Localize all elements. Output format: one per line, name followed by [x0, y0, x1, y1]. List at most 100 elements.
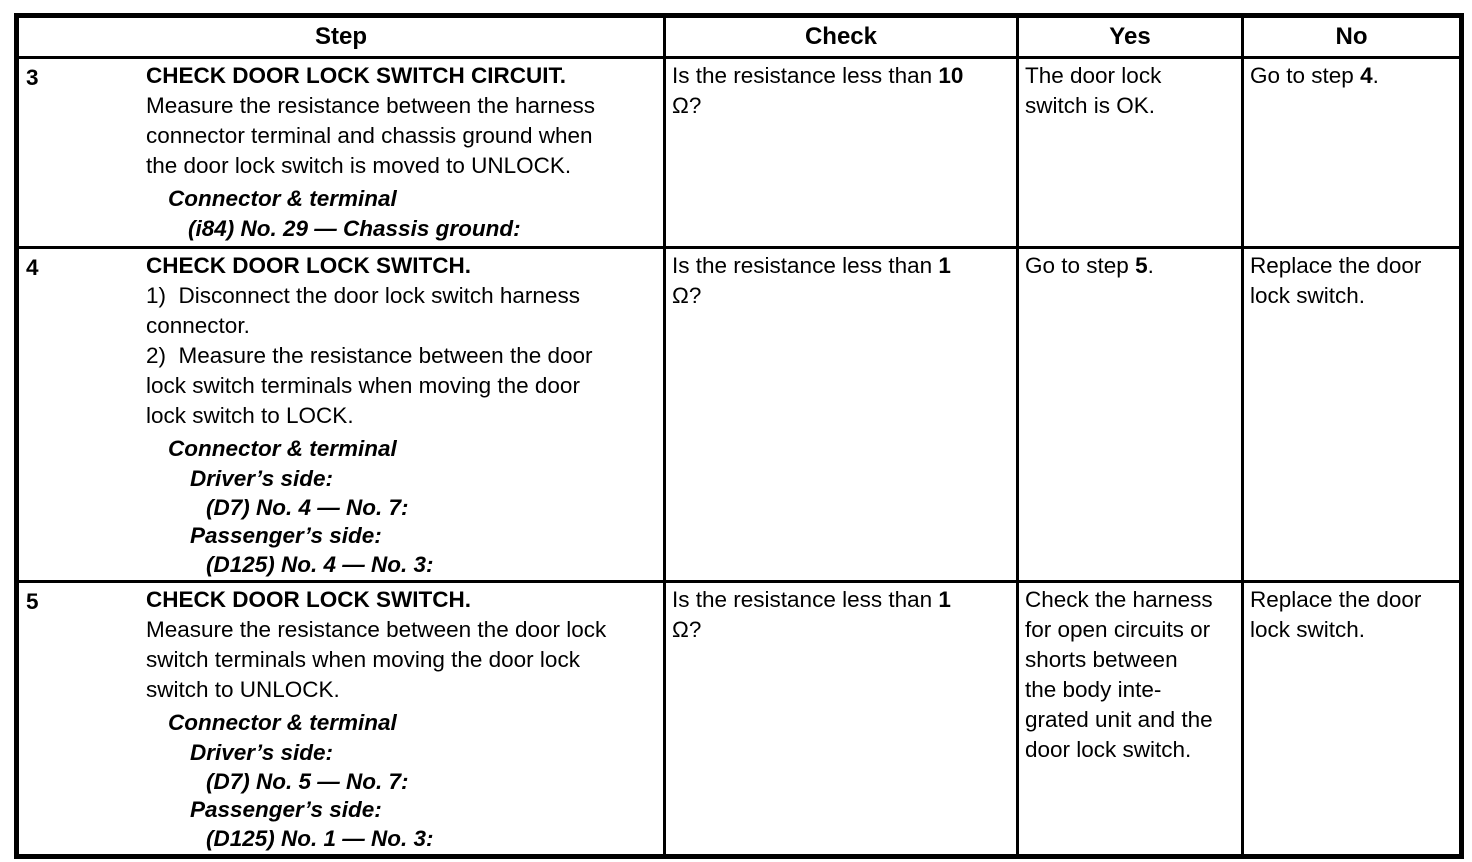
- text-segment: Is the resistance less than: [672, 63, 939, 88]
- step-instructions: CHECK DOOR LOCK SWITCH. 1) Disconnect the…: [146, 251, 657, 578]
- text-segment: (D125) No. 1 — No. 3:: [206, 826, 434, 851]
- text-line: Replace the door: [1250, 585, 1453, 615]
- text-line: Is the resistance less than 1: [672, 585, 1010, 615]
- text-line: (D125) No. 4 — No. 3:: [206, 551, 657, 578]
- text-segment: (D125) No. 4 — No. 3:: [206, 552, 434, 577]
- bold-text-segment: 1: [938, 587, 951, 612]
- text-segment: the door lock switch is moved to UNLOCK.: [146, 153, 572, 178]
- text-segment: Is the resistance less than: [672, 587, 939, 612]
- text-line: Measure the resistance between the door …: [146, 615, 657, 645]
- text-segment: lock switch to LOCK.: [146, 403, 354, 428]
- step-cell: 5 CHECK DOOR LOCK SWITCH. Measure the res…: [15, 580, 666, 858]
- table-row-step-5: 5 CHECK DOOR LOCK SWITCH. Measure the res…: [15, 580, 1463, 858]
- text-line: Ω?: [672, 91, 1010, 121]
- text-segment: 1) Disconnect the door lock switch harne…: [146, 283, 580, 308]
- text-segment: Connector & terminal: [168, 186, 397, 211]
- text-line: (D125) No. 1 — No. 3:: [206, 825, 657, 852]
- text-segment: lock switch.: [1250, 617, 1366, 642]
- text-line: lock switch terminals when moving the do…: [146, 371, 657, 401]
- text-line: Passenger’s side:: [190, 521, 657, 551]
- text-line: (D7) No. 4 — No. 7:: [206, 494, 657, 521]
- text-segment: Driver’s side:: [190, 740, 333, 765]
- text-line: connector terminal and chassis ground wh…: [146, 121, 657, 151]
- text-segment: for open circuits or: [1025, 617, 1211, 642]
- text-segment: (D7) No. 5 — No. 7:: [206, 769, 409, 794]
- text-line: lock switch to LOCK.: [146, 401, 657, 431]
- text-line: 2) Measure the resistance between the do…: [146, 341, 657, 371]
- text-segment: CHECK DOOR LOCK SWITCH.: [146, 253, 471, 278]
- yes-cell: Check the harness for open circuits or sho…: [1016, 580, 1244, 858]
- column-header-check: Check: [663, 14, 1019, 59]
- text-segment: Passenger’s side:: [190, 523, 382, 548]
- text-line: 1) Disconnect the door lock switch harne…: [146, 281, 657, 311]
- text-segment: Driver’s side:: [190, 466, 333, 491]
- text-segment: Measure the resistance between the harne…: [146, 93, 596, 118]
- text-line: CHECK DOOR LOCK SWITCH.: [146, 251, 657, 281]
- text-segment: (D7) No. 4 — No. 7:: [206, 495, 409, 520]
- text-segment: connector.: [146, 313, 250, 338]
- text-line: Passenger’s side:: [190, 795, 657, 825]
- text-line: Is the resistance less than 10: [672, 61, 1010, 91]
- text-line: Replace the door: [1250, 251, 1453, 281]
- text-line: the door lock switch is moved to UNLOCK.: [146, 151, 657, 181]
- bold-text-segment: 5: [1135, 253, 1148, 278]
- text-line: Ω?: [672, 281, 1010, 311]
- text-segment: connector terminal and chassis ground wh…: [146, 123, 593, 148]
- text-segment: The door lock: [1025, 63, 1162, 88]
- text-line: Is the resistance less than 1: [672, 251, 1010, 281]
- bold-text-segment: 10: [938, 63, 964, 88]
- text-line: Connector & terminal: [168, 434, 657, 464]
- bold-text-segment: 1: [938, 253, 951, 278]
- text-segment: door lock switch.: [1025, 737, 1192, 762]
- text-line: Measure the resistance between the harne…: [146, 91, 657, 121]
- text-line: connector.: [146, 311, 657, 341]
- text-line: the body inte-: [1025, 675, 1235, 705]
- text-line: Ω?: [672, 615, 1010, 645]
- text-segment: Ω?: [672, 283, 702, 308]
- step-instructions: CHECK DOOR LOCK SWITCH CIRCUIT. Measure t…: [146, 61, 657, 244]
- text-segment: Measure the resistance between the door …: [146, 617, 607, 642]
- text-segment: CHECK DOOR LOCK SWITCH CIRCUIT.: [146, 63, 566, 88]
- header-row: Step Check Yes No: [15, 14, 1463, 59]
- text-line: grated unit and the: [1025, 705, 1235, 735]
- column-header-yes: Yes: [1016, 14, 1244, 59]
- text-segment: switch to UNLOCK.: [146, 677, 340, 702]
- text-line: CHECK DOOR LOCK SWITCH.: [146, 585, 657, 615]
- text-line: door lock switch.: [1025, 735, 1235, 765]
- text-line: Go to step 5.: [1025, 251, 1235, 281]
- text-segment: .: [1147, 253, 1154, 278]
- diagnostic-table: Step Check Yes No 3 CHECK DOOR LOCK SWIT…: [14, 13, 1464, 859]
- text-line: for open circuits or: [1025, 615, 1235, 645]
- text-segment: Passenger’s side:: [190, 797, 382, 822]
- text-segment: lock switch terminals when moving the do…: [146, 373, 580, 398]
- text-line: Connector & terminal: [168, 708, 657, 738]
- text-segment: Connector & terminal: [168, 710, 397, 735]
- text-segment: Ω?: [672, 617, 702, 642]
- step-number: 3: [26, 65, 39, 90]
- text-line: Connector & terminal: [168, 184, 657, 214]
- text-line: The door lock: [1025, 61, 1235, 91]
- step-number: 4: [26, 255, 39, 280]
- text-segment: Is the resistance less than: [672, 253, 939, 278]
- step-cell: 4 CHECK DOOR LOCK SWITCH. 1) Disconnect t…: [15, 246, 666, 583]
- text-segment: Replace the door: [1250, 253, 1422, 278]
- text-line: Driver’s side:: [190, 464, 657, 494]
- table-row-step-4: 4 CHECK DOOR LOCK SWITCH. 1) Disconnect t…: [15, 246, 1463, 583]
- text-line: CHECK DOOR LOCK SWITCH CIRCUIT.: [146, 61, 657, 91]
- text-segment: CHECK DOOR LOCK SWITCH.: [146, 587, 471, 612]
- yes-cell: Go to step 5.: [1016, 246, 1244, 583]
- text-segment: Go to step: [1025, 253, 1136, 278]
- text-line: switch to UNLOCK.: [146, 675, 657, 705]
- text-line: Driver’s side:: [190, 738, 657, 768]
- text-segment: Check the harness: [1025, 587, 1213, 612]
- text-segment: 2) Measure the resistance between the do…: [146, 343, 593, 368]
- step-number: 5: [26, 589, 39, 614]
- bold-text-segment: 4: [1360, 63, 1373, 88]
- text-line: shorts between: [1025, 645, 1235, 675]
